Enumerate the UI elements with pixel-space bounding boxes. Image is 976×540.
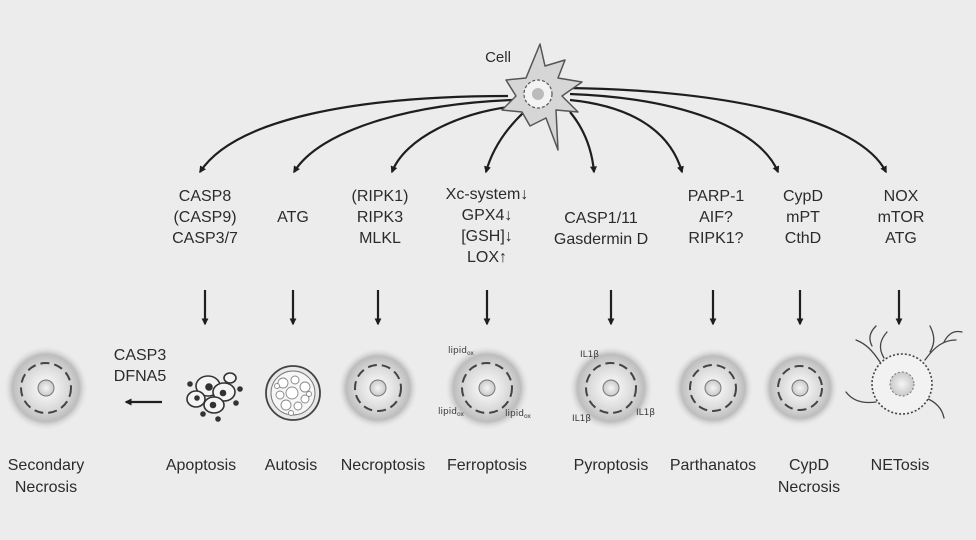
arrow-to-apoptosis <box>199 94 509 174</box>
arrow-to-pyroptosis <box>569 111 597 174</box>
apoptosis-cell-icon <box>186 372 243 422</box>
ferroptosis-label: Ferroptosis <box>446 457 528 474</box>
apoptosis-label: Apoptosis <box>165 457 237 474</box>
netosis-cell-icon <box>845 325 963 419</box>
ferroptosis-lipid-label: lipid <box>438 407 457 417</box>
netosis-label: NETosis <box>870 457 930 474</box>
autosis-label: Autosis <box>264 457 318 474</box>
arrow-to-autosis <box>293 98 513 174</box>
secondary-necrosis-cell-icon <box>4 346 88 430</box>
arrow-to-cypd <box>569 92 780 174</box>
pyroptosis-cell-icon: IL1β IL1β IL1β <box>569 346 655 430</box>
apoptosis-mediators: CASP8(CASP9)CASP3/7 <box>172 188 238 247</box>
necroptosis-label: Necroptosis <box>340 457 426 474</box>
necroptosis-cell-icon <box>338 348 418 428</box>
arrow-to-netosis <box>567 86 887 174</box>
svg-text:lipidox: lipidox <box>438 407 464 418</box>
ferroptosis-lipid-label: lipid <box>505 409 524 419</box>
arrow-to-ferroptosis <box>484 111 525 174</box>
source-cell-icon <box>501 43 583 151</box>
arrow-to-necroptosis <box>390 104 517 174</box>
autosis-cell-icon <box>265 365 321 421</box>
parthanatos-cell-icon <box>673 348 753 428</box>
ferroptosis-lipid-label: lipid <box>448 346 467 356</box>
ferroptosis-cell-icon: lipidox lipidox lipidox <box>438 346 531 430</box>
il1b-label: IL1β <box>572 414 591 424</box>
parthanatos-label: Parthanatos <box>669 457 757 474</box>
source-cell-label: Cell <box>485 49 511 66</box>
autosis-mediators: ATG <box>277 209 309 226</box>
arrow-to-parthanatos <box>569 98 684 174</box>
svg-text:lipidox: lipidox <box>448 346 474 357</box>
ferroptosis-mediators: Xc-system↓GPX4↓[GSH]↓LOX↑ <box>445 186 529 266</box>
pyroptosis-label: Pyroptosis <box>573 457 649 474</box>
cypd-necrosis-cell-icon <box>762 350 838 426</box>
svg-text:lipidox: lipidox <box>505 409 531 420</box>
il1b-label: IL1β <box>580 350 599 360</box>
il1b-label: IL1β <box>636 408 655 418</box>
